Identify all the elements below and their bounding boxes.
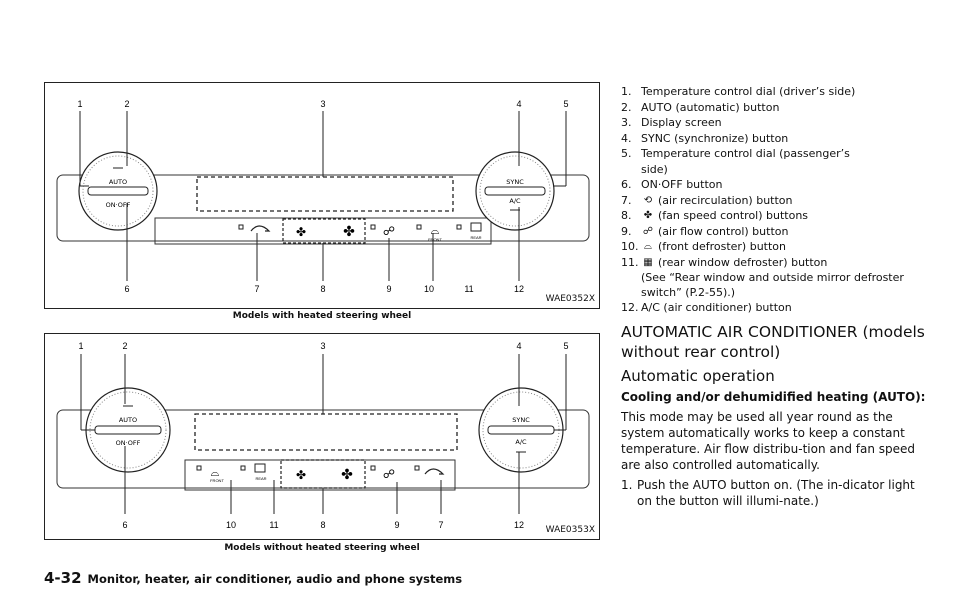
parts-list-end: 12.A/C (air conditioner) button — [621, 300, 926, 316]
dial-sync-label: SYNC — [512, 416, 530, 424]
callout-6: 6 — [122, 520, 127, 530]
part-item: 3.Display screen — [621, 116, 722, 129]
fan-buttons-frame — [282, 218, 366, 244]
rear-defroster-icon — [470, 222, 482, 232]
figure-code: WAE0353X — [545, 525, 595, 535]
part-item: 8.✤(fan speed control) buttons — [621, 209, 809, 222]
callout-10: 10 — [226, 520, 236, 530]
front-label-1: FRONT — [428, 237, 442, 242]
part-item: 4.SYNC (synchronize) button — [621, 131, 789, 145]
rear-label-1: REAR — [470, 235, 481, 240]
airflow-icon: ☍ — [383, 224, 395, 238]
figure-caption: Models without heated steering wheel — [224, 543, 420, 553]
figure-code: WAE0352X — [545, 294, 595, 304]
section-title: Monitor, heater, air conditioner, audio … — [87, 572, 463, 586]
section-heading: AUTOMATIC AIR CONDITIONER (models withou… — [621, 322, 925, 361]
part-item: 7.⟲(air recirculation) button — [621, 193, 793, 207]
front-defroster-icon: ⌓ — [431, 225, 440, 237]
mode-heading: Cooling and/or dehumidified heating (AUT… — [621, 389, 926, 404]
part-item: 2.AUTO (automatic) button — [621, 100, 780, 114]
control-panel-diagram-2: AUTO ON·OFF SYNC A/C ⌓ FRONT REAR ✤ ✤ ☍ — [56, 341, 590, 530]
front-defroster-icon: ⌓ — [211, 467, 220, 479]
fan-icon-left: ✤ — [296, 225, 306, 239]
fan-icon-right: ✤ — [341, 466, 353, 482]
rear-defroster-icon — [254, 463, 266, 473]
dial-ac-label: A/C — [509, 197, 521, 205]
part-item: side) — [641, 162, 668, 176]
part-item: 9.☍(air flow control) button — [621, 224, 789, 238]
right-column: 1.Temperature control dial (driver’s sid… — [621, 84, 926, 509]
control-panel-diagram-1: AUTO ON·OFF SYNC A/C ✤ ✤ ☍ ⌓ FRONT REAR — [56, 99, 590, 294]
callout-7: 7 — [438, 520, 443, 530]
front-defroster-icon: ⌓ — [644, 241, 652, 252]
callout-6: 6 — [124, 284, 129, 294]
fan-icon-right: ✤ — [343, 223, 355, 239]
callout-12: 12 — [514, 520, 524, 530]
display-screen — [194, 413, 458, 451]
callout-12: 12 — [514, 284, 524, 294]
figure-without-heated-steering: AUTO ON·OFF SYNC A/C ⌓ FRONT REAR ✤ ✤ ☍ — [44, 333, 600, 540]
recirculation-icon: ⟲ — [643, 194, 653, 206]
callout-5: 5 — [563, 99, 568, 109]
dial-ac-label: A/C — [515, 438, 527, 446]
rear-label-2: REAR — [255, 476, 266, 481]
callout-3: 3 — [320, 341, 325, 351]
figure-caption: Models with heated steering wheel — [232, 311, 412, 321]
dial-onoff-label: ON·OFF — [116, 439, 141, 447]
page-number: 4-32 — [44, 569, 82, 587]
callout-1: 1 — [78, 341, 83, 351]
callout-1: 1 — [77, 99, 82, 109]
recirculation-icon — [424, 468, 445, 475]
recirculation-button — [238, 224, 271, 232]
front-label-2: FRONT — [210, 478, 224, 483]
callout-10: 10 — [424, 284, 434, 294]
fan-buttons-frame — [280, 459, 366, 489]
fan-icon-left: ✤ — [296, 468, 306, 482]
callout-7: 7 — [254, 284, 259, 294]
callout-11: 11 — [464, 284, 473, 294]
callout-9: 9 — [386, 284, 391, 294]
airflow-icon: ☍ — [642, 225, 654, 237]
dial-sync-label: SYNC — [506, 178, 524, 186]
part-item: 10.⌓(front defroster) button — [621, 240, 786, 253]
display-screen — [196, 176, 454, 212]
part-item: 1.Temperature control dial (driver’s sid… — [621, 85, 856, 98]
callout-5: 5 — [563, 341, 568, 351]
dial-onoff-label: ON·OFF — [106, 201, 131, 209]
callout-11: 11 — [269, 520, 278, 530]
callout-2: 2 — [124, 99, 129, 109]
callout-3: 3 — [320, 99, 325, 109]
part-item: 11.▦(rear window defroster) button — [621, 255, 828, 269]
button-strip — [184, 459, 456, 491]
dial-auto-label: AUTO — [109, 178, 127, 186]
defroster-note: (See “Rear window and outside mirror def… — [641, 271, 904, 299]
rear-defroster-icon: ▦ — [643, 256, 653, 268]
callout-4: 4 — [516, 99, 521, 109]
callout-2: 2 — [122, 341, 127, 351]
callout-9: 9 — [394, 520, 399, 530]
callout-4: 4 — [516, 341, 521, 351]
part-item: 12.A/C (air conditioner) button — [621, 301, 792, 314]
callout-8: 8 — [320, 520, 325, 530]
step-item: 1.Push the AUTO button on. (The in-dicat… — [621, 477, 915, 508]
page-footer: 4-32 Monitor, heater, air conditioner, au… — [44, 568, 462, 587]
part-item: 5.Temperature control dial (passenger’s — [621, 147, 850, 160]
body-paragraph: This mode may be used all year round as … — [621, 409, 916, 472]
part-item: 6.ON·OFF button — [621, 178, 723, 191]
airflow-icon: ☍ — [383, 467, 395, 481]
parts-list: 1.Temperature control dial (driver’s sid… — [621, 84, 926, 270]
subsection-heading: Automatic operation — [621, 366, 775, 385]
callout-8: 8 — [320, 284, 325, 294]
fan-icon: ✤ — [643, 210, 653, 221]
dial-auto-label: AUTO — [119, 416, 137, 424]
figure-heated-steering: AUTO ON·OFF SYNC A/C ✤ ✤ ☍ ⌓ FRONT REAR — [44, 82, 600, 309]
